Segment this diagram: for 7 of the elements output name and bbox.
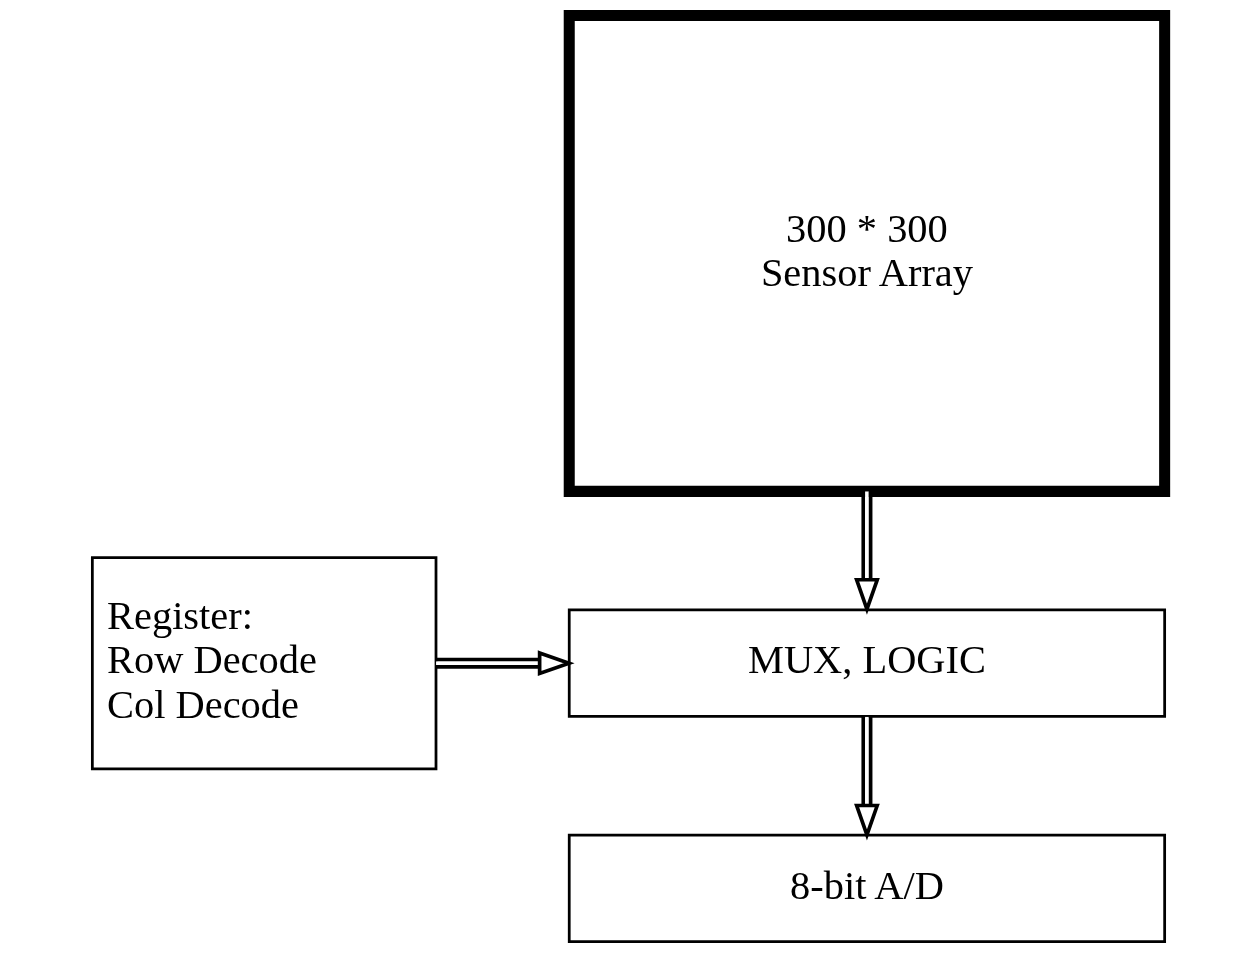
node-box: 300 * 300 Sensor Array	[563, 9, 1170, 497]
arrow	[435, 650, 575, 677]
node-box: MUX, LOGIC	[567, 608, 1166, 718]
node-box: Register: Row Decode Col Decode	[90, 556, 437, 771]
arrow	[853, 491, 880, 615]
node-box: 8-bit A/D	[567, 833, 1166, 943]
arrow	[853, 716, 880, 841]
